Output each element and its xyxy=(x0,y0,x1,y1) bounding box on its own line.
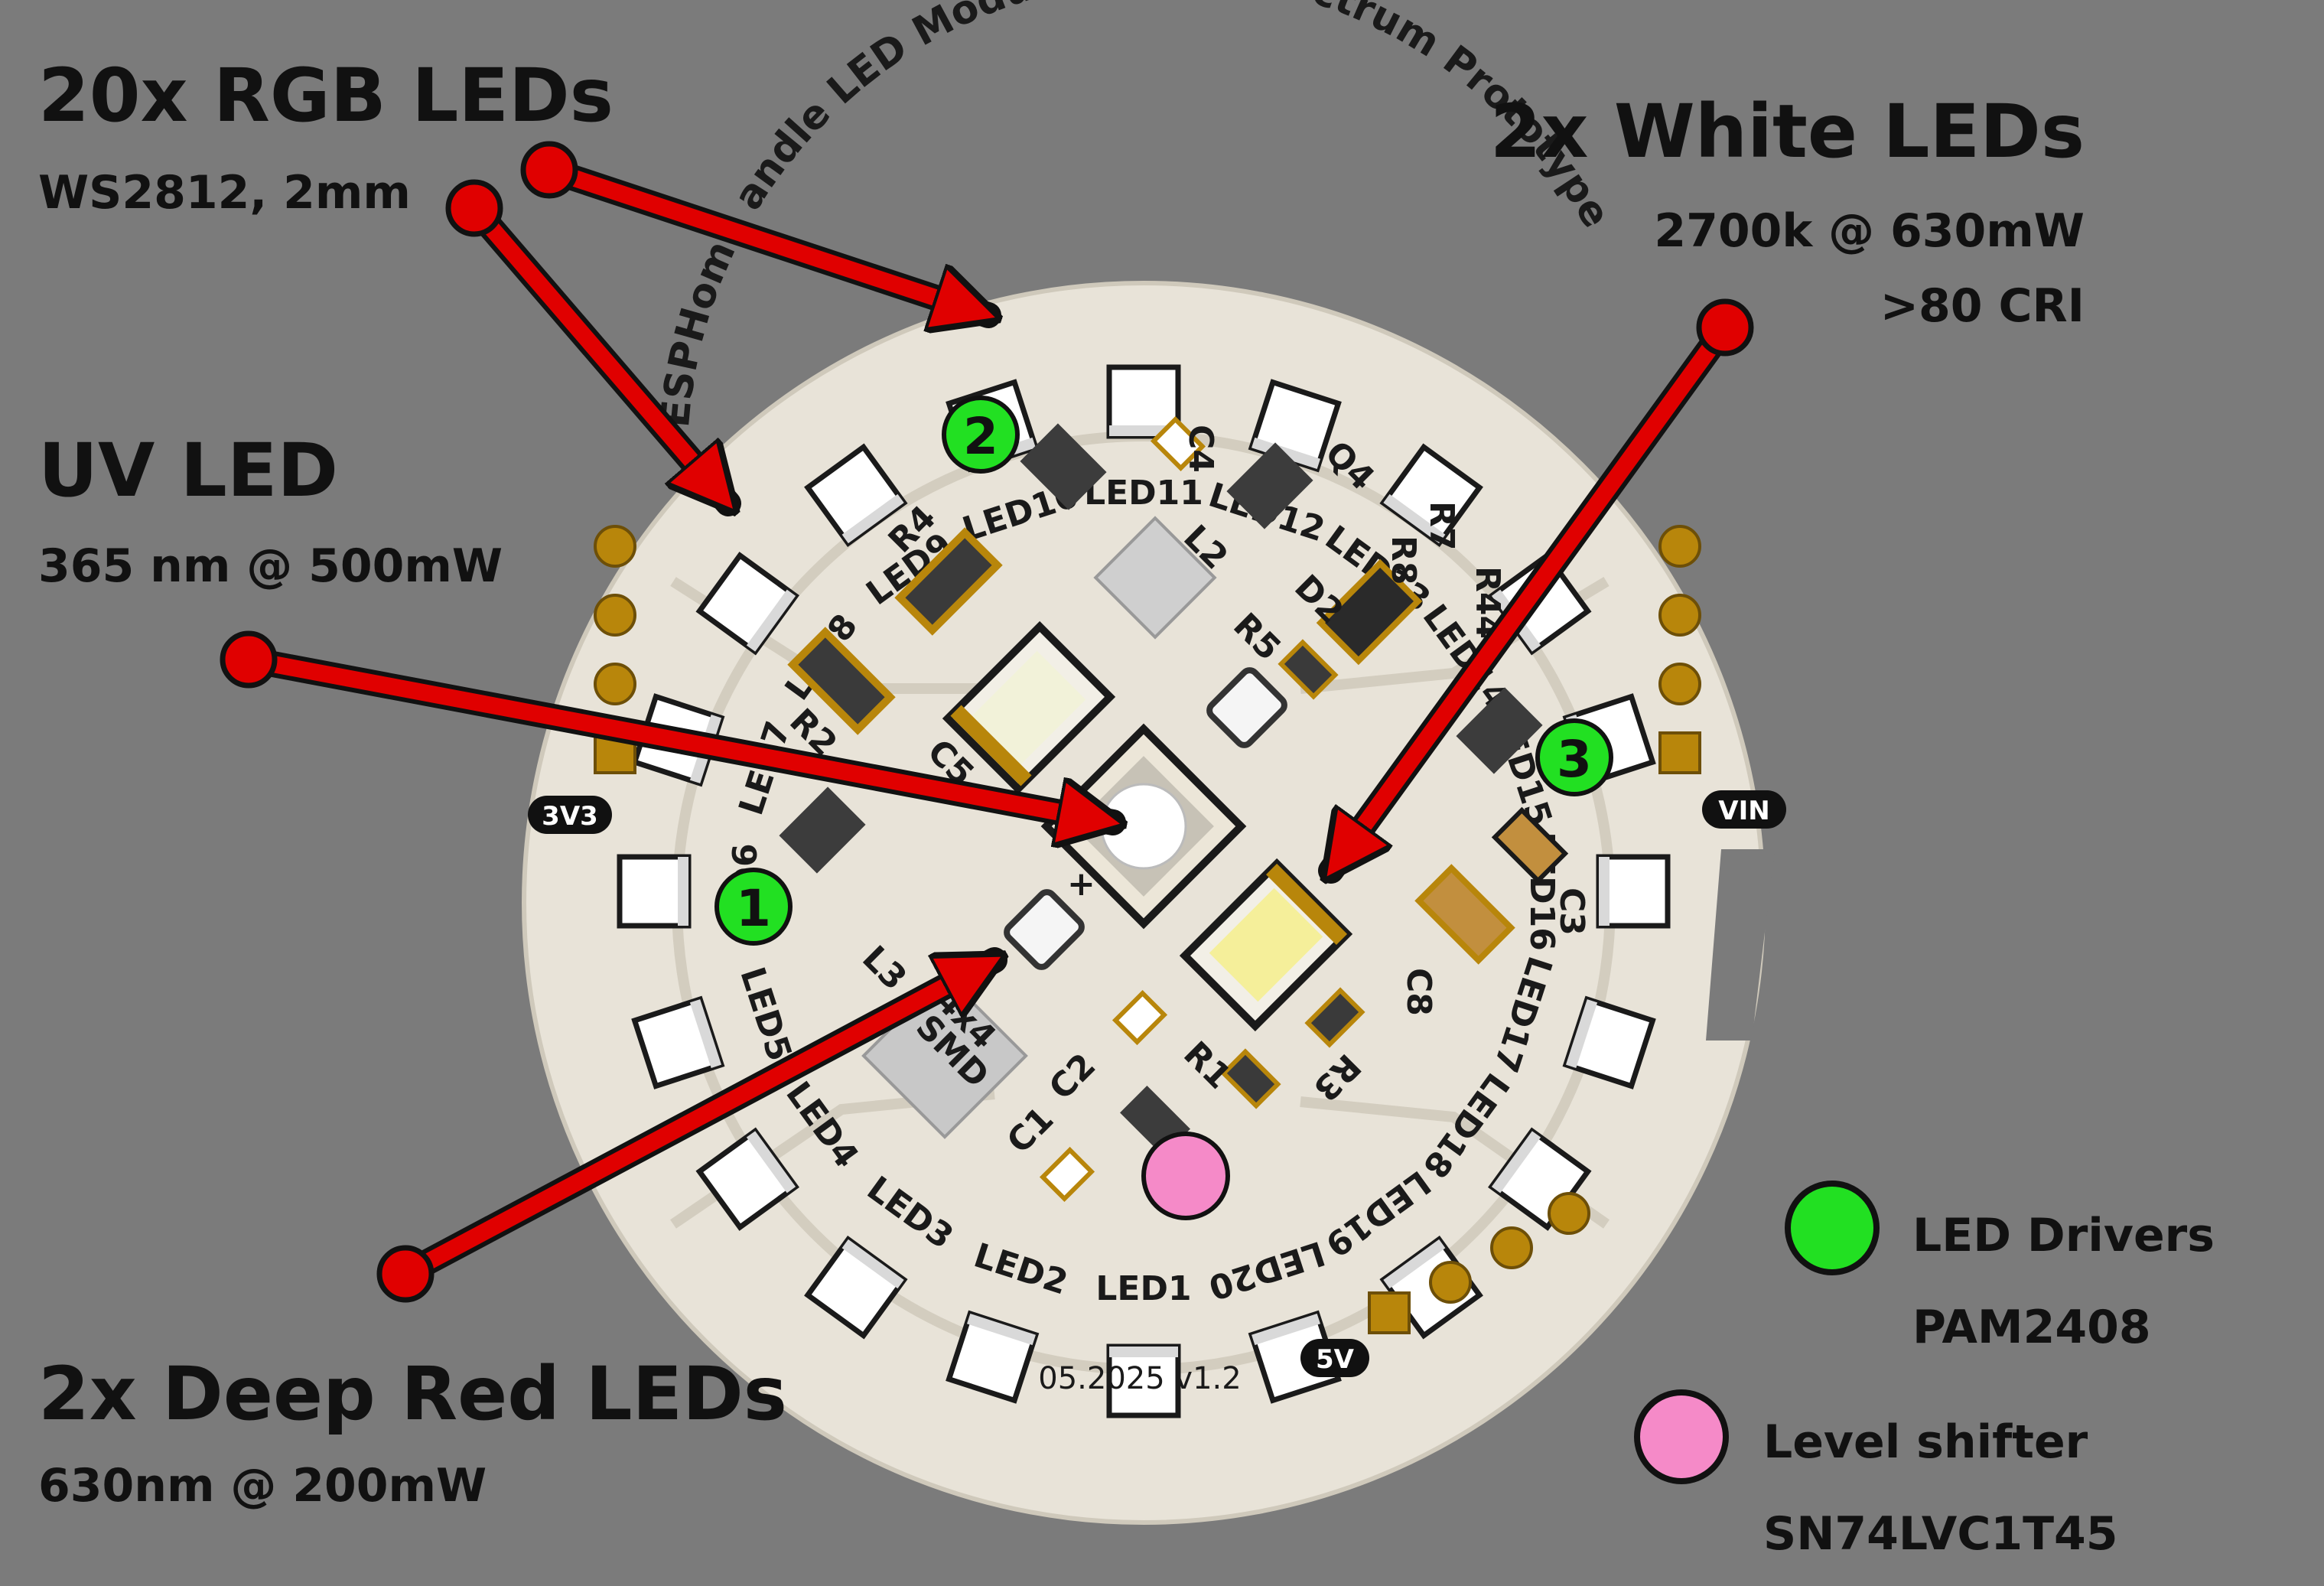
pad-label-3v3: 3V3 xyxy=(528,796,612,834)
arrow-start-deep-red xyxy=(379,1248,431,1300)
level-shifter-marker xyxy=(1144,1134,1228,1218)
svg-text:SN74LVC1T45: SN74LVC1T45 xyxy=(1763,1507,2118,1561)
rgb-led-label: LED1 xyxy=(1095,1269,1191,1308)
arrow-start-white xyxy=(1699,301,1751,353)
svg-text:3V3: 3V3 xyxy=(542,801,598,832)
svg-text:+: + xyxy=(1067,865,1095,904)
svg-text:PAM2408: PAM2408 xyxy=(1912,1301,2151,1354)
legend-drivers: LED Drivers PAM2408 xyxy=(1788,1184,2215,1354)
svg-text:LED Drivers: LED Drivers xyxy=(1912,1209,2215,1262)
legend: LED Drivers PAM2408 Level shifter SN74LV… xyxy=(1637,1184,2215,1561)
svg-text:C8: C8 xyxy=(1399,968,1438,1016)
svg-text:365 nm @ 500mW: 365 nm @ 500mW xyxy=(38,539,503,593)
svg-text:3: 3 xyxy=(1557,730,1592,789)
arrow-start-rgb-1 xyxy=(523,144,575,196)
svg-text:1: 1 xyxy=(736,879,771,938)
svg-text:5V: 5V xyxy=(1316,1344,1355,1375)
svg-text:20x RGB LEDs: 20x RGB LEDs xyxy=(38,53,614,138)
board-version: 05.2025 v1.2 xyxy=(1038,1361,1241,1396)
annotation-deep-red: 2x Deep Red LEDs 630nm @ 200mW xyxy=(38,1351,787,1513)
pad-label-5v: 5V xyxy=(1300,1339,1369,1377)
annotation-uv: UV LED 365 nm @ 500mW xyxy=(38,428,503,593)
svg-text:UV LED: UV LED xyxy=(38,428,338,513)
pad-label-vin: VIN xyxy=(1702,790,1786,829)
svg-text:2700k @ 630mW: 2700k @ 630mW xyxy=(1654,204,2085,258)
annotation-rgb: 20x RGB LEDs WS2812, 2mm xyxy=(38,53,614,220)
svg-text:Level shifter: Level shifter xyxy=(1763,1415,2088,1469)
svg-text:R8: R8 xyxy=(1384,536,1423,585)
arrow-start-rgb-2 xyxy=(448,182,500,234)
arrow-start-uv xyxy=(223,633,275,686)
driver-badge-1: 1 xyxy=(717,870,790,943)
svg-text:C3: C3 xyxy=(1552,887,1591,936)
driver-badge-2: 2 xyxy=(944,398,1017,471)
svg-text:2x White LEDs: 2x White LEDs xyxy=(1490,89,2085,174)
svg-text:2x Deep Red LEDs: 2x Deep Red LEDs xyxy=(38,1351,787,1437)
svg-text:R7: R7 xyxy=(1422,501,1461,551)
svg-text:2: 2 xyxy=(963,407,998,466)
svg-text:>80 CRI: >80 CRI xyxy=(1880,279,2085,333)
svg-text:C4: C4 xyxy=(1181,425,1220,473)
svg-text:630nm @ 200mW: 630nm @ 200mW xyxy=(38,1459,487,1513)
svg-text:VIN: VIN xyxy=(1718,796,1769,826)
svg-text:WS2812, 2mm: WS2812, 2mm xyxy=(38,166,411,220)
rgb-led-label: LED11 xyxy=(1084,474,1203,513)
driver-badge-3: 3 xyxy=(1538,721,1611,794)
legend-level-shifter: Level shifter SN74LVC1T45 xyxy=(1637,1392,2118,1561)
legend-shifter-swatch xyxy=(1637,1392,1726,1481)
legend-drivers-swatch xyxy=(1788,1184,1876,1272)
